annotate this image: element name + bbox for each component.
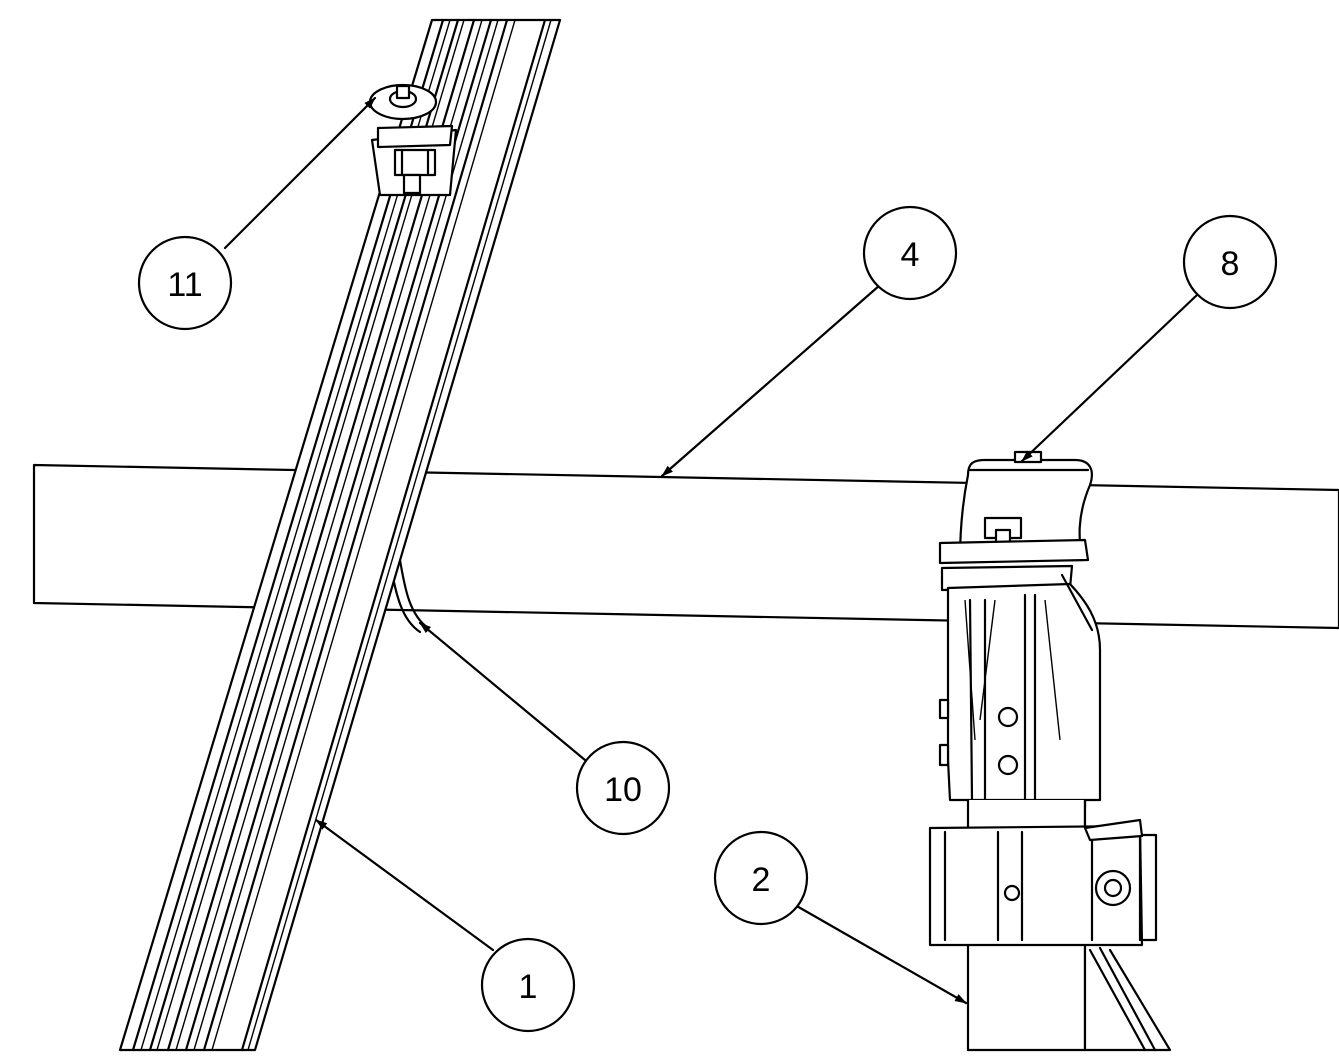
callout-2: 2	[713, 830, 809, 926]
tube-clamp-8	[928, 450, 1172, 1052]
leader-4	[660, 283, 882, 478]
callout-4: 4	[862, 205, 958, 301]
callout-8-label: 8	[1221, 245, 1240, 283]
leader-11	[223, 96, 377, 250]
callout-2-label: 2	[752, 861, 771, 899]
leader-2	[793, 903, 968, 1005]
horizontal-tube	[32, 463, 1339, 630]
callout-1: 1	[480, 937, 576, 1033]
callout-10-label: 10	[604, 771, 642, 809]
rail-clamp-11	[368, 83, 458, 197]
leader-1	[314, 818, 495, 952]
callout-1-label: 1	[519, 968, 538, 1006]
callout-8: 8	[1182, 214, 1278, 310]
callout-10: 10	[575, 740, 671, 836]
callout-11-label: 11	[167, 266, 202, 304]
callout-11: 11	[137, 235, 233, 331]
leader-10	[418, 621, 587, 762]
leader-8	[1020, 293, 1199, 463]
leader-lines	[223, 96, 1199, 1005]
callout-4-label: 4	[901, 236, 920, 274]
